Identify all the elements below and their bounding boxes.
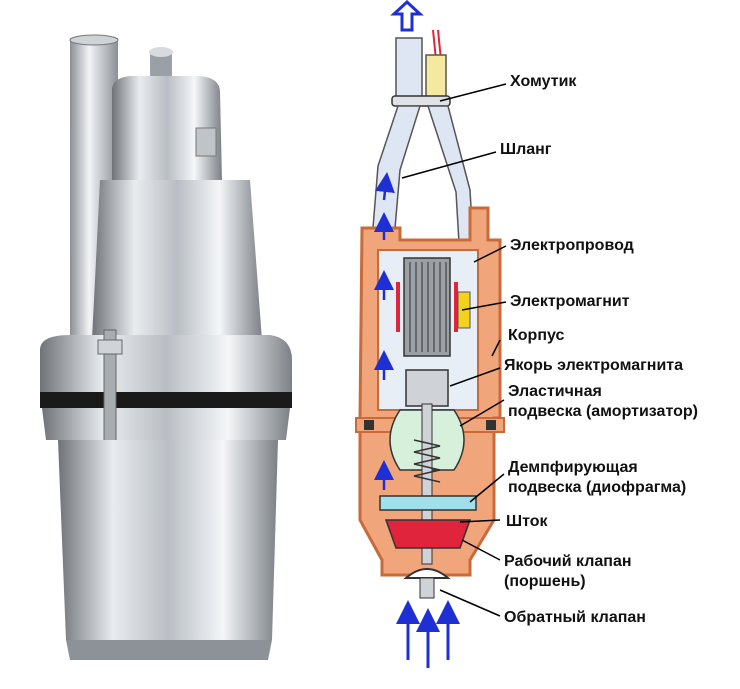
label-working-valve-line2: (поршень)	[504, 573, 586, 590]
diaphragm	[379, 495, 477, 511]
label-clamp: Хомутик	[510, 73, 577, 90]
label-check-valve: Обратный клапан	[504, 609, 646, 626]
working-valve	[384, 519, 472, 549]
check-valve	[403, 568, 451, 579]
rubber-ring	[40, 392, 292, 408]
upper-cap	[112, 76, 222, 180]
hose-top	[395, 37, 423, 99]
hollow-up-arrow-icon	[390, 0, 424, 32]
rod	[421, 403, 433, 565]
label-elastic-line1: Эластичная	[508, 383, 602, 400]
label-damping-line1: Демпфирующая	[508, 459, 638, 476]
electromagnet-core	[403, 257, 451, 357]
label-electromagnet: Электромагнит	[510, 293, 630, 310]
wire-hose	[426, 105, 475, 261]
clamp	[391, 95, 451, 107]
label-working-valve-line1: Рабочий клапан	[504, 553, 632, 570]
label-wire: Электропровод	[510, 237, 634, 254]
armature	[405, 369, 449, 407]
label-hose: Шланг	[500, 141, 552, 158]
label-elastic-line2: подвеска (амортизатор)	[508, 403, 698, 420]
lower-body	[58, 440, 278, 640]
label-damping-line2: подвеска (диофрагма)	[508, 479, 687, 496]
wire-sheath	[425, 54, 447, 101]
label-rod: Шток	[506, 513, 548, 530]
motor-housing	[92, 180, 262, 340]
leader-lines	[401, 83, 507, 617]
label-housing: Корпус	[508, 327, 565, 344]
hose	[371, 105, 422, 241]
label-armature: Якорь электромагнита	[504, 357, 684, 374]
flow-arrow	[374, 172, 395, 201]
